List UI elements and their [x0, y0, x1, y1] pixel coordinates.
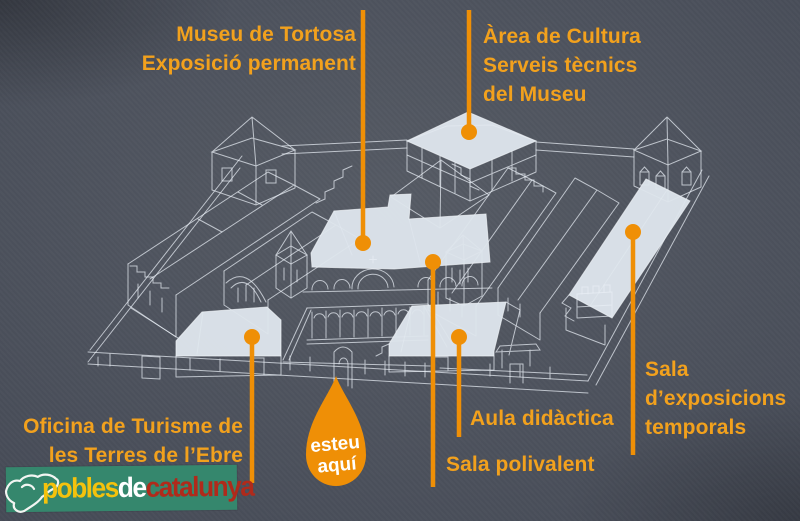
- chimney-kiosk: [576, 284, 613, 319]
- callout-aula: [451, 329, 467, 437]
- callout-area-line: [466, 10, 472, 132]
- label-museu-line1: Museu de Tortosa: [176, 23, 356, 46]
- roof-museu-highlight: [310, 193, 491, 270]
- callout-sala-exposicions: [625, 224, 641, 455]
- pavilion-left-back: [127, 171, 321, 338]
- callouts: [244, 10, 641, 487]
- roof-sala-exposicions-highlight: [561, 178, 691, 346]
- label-aula: Aula didàctica: [470, 404, 614, 433]
- left-turret: [275, 230, 309, 299]
- label-area-line1: Àrea de Cultura: [483, 25, 641, 48]
- callout-museu-dot: [355, 235, 371, 251]
- label-oficina-line1: Oficina de Turisme de: [23, 415, 243, 438]
- catalonia-map-icon: [4, 473, 60, 513]
- label-museu: Museu de Tortosa Exposició permanent: [142, 20, 356, 78]
- roof-oficina-highlight: [175, 306, 282, 378]
- label-museu-line2: Exposició permanent: [141, 52, 356, 75]
- pobles-de-catalunya-logo: poblesdecatalunya: [4, 464, 254, 513]
- label-sala-exposicions-line1: Sala: [645, 358, 689, 381]
- label-area-line2: Serveis tècnics: [483, 54, 638, 77]
- label-sala-exposicions: Sala d’exposicions temporals: [645, 355, 786, 442]
- main-gate: [333, 346, 353, 389]
- central-pyramid-hall: [315, 159, 490, 229]
- pavilion-northwest: [210, 116, 297, 206]
- label-area-line3: del Museu: [483, 83, 587, 106]
- label-sala-exposicions-line2: d’exposicions: [645, 387, 787, 410]
- logo-word-de: de: [117, 471, 146, 504]
- callout-area-cultura: [461, 10, 477, 140]
- label-sala-polivalent-line1: Sala polivalent: [446, 453, 595, 476]
- callout-aula-line: [456, 337, 462, 437]
- central-facade-arches: [302, 255, 493, 293]
- roof-aula-highlight: [375, 301, 541, 384]
- you-are-here-text: esteu aquí: [294, 431, 377, 480]
- callout-area-dot: [461, 124, 477, 140]
- logo-word-pobles: pobles: [41, 472, 118, 504]
- you-are-here-marker: [306, 376, 366, 486]
- logo-wordmark: poblesdecatalunya: [42, 469, 254, 507]
- callout-sala-exposicions-line: [630, 232, 636, 455]
- label-aula-line1: Aula didàctica: [470, 407, 614, 430]
- callout-museu-line: [360, 10, 366, 243]
- label-area-cultura: Àrea de Cultura Serveis tècnics del Muse…: [483, 22, 641, 109]
- callout-sala-polivalent: [425, 254, 441, 487]
- roof-area-cultura-highlight: [405, 111, 538, 202]
- label-sala-polivalent: Sala polivalent: [446, 450, 595, 479]
- logo-word-catalunya: catalunya: [145, 470, 254, 503]
- pavilion-right-front: [497, 177, 620, 341]
- label-sala-exposicions-line3: temporals: [645, 416, 747, 439]
- label-oficina-line2: les Terres de l’Ebre: [48, 444, 243, 467]
- callout-oficina: [244, 329, 260, 483]
- callout-oficina-line: [249, 337, 255, 483]
- label-oficina: Oficina de Turisme de les Terres de l’Eb…: [23, 412, 243, 470]
- callout-sala-polivalent-line: [430, 262, 436, 487]
- callout-museu: [355, 10, 371, 251]
